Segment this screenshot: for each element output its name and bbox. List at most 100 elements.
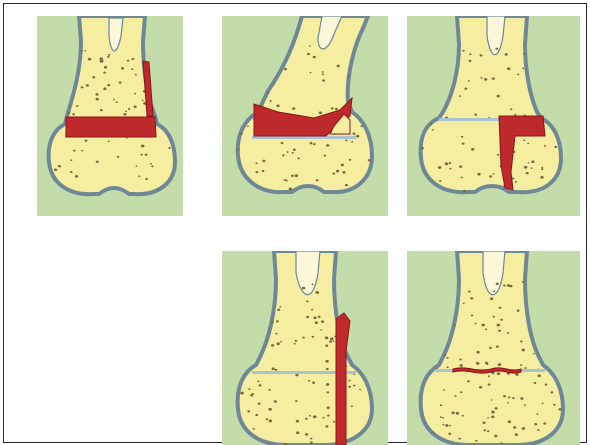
bone-pore xyxy=(513,426,516,429)
bone-pore xyxy=(255,171,258,173)
bone-pore xyxy=(337,65,340,68)
bone-pore xyxy=(485,328,487,330)
bone-pore xyxy=(298,157,300,159)
bone-pore xyxy=(515,181,517,183)
bone-pore xyxy=(508,397,510,399)
bone-pore xyxy=(523,139,525,141)
bone-pore xyxy=(325,425,328,427)
bone-pore xyxy=(558,408,561,410)
figure-frame xyxy=(3,3,587,443)
bone-pore xyxy=(127,60,130,62)
bone-pore xyxy=(70,171,72,173)
bone-pore xyxy=(368,159,371,161)
bone-pore xyxy=(72,113,75,115)
bone-pore xyxy=(540,176,543,179)
bone-pore xyxy=(515,433,518,436)
bone-pore xyxy=(313,143,316,145)
bone-pore xyxy=(295,174,298,177)
bone-pore xyxy=(326,383,329,386)
bone-pore xyxy=(481,77,483,79)
bone-pore xyxy=(247,410,250,412)
bone-pore xyxy=(333,340,335,342)
bone-pore xyxy=(508,420,511,423)
bone-pore xyxy=(462,415,464,417)
bone-pore xyxy=(269,100,271,102)
bone-pore xyxy=(480,54,483,56)
bone-pore xyxy=(141,154,143,156)
bone-pore xyxy=(313,415,317,418)
bone-pore xyxy=(142,100,144,101)
bone-pore xyxy=(488,383,491,385)
bone-pore xyxy=(522,349,525,352)
bone-pore xyxy=(332,173,335,175)
bone-pore xyxy=(283,179,285,181)
bone-pore xyxy=(275,369,278,371)
bone-pore xyxy=(116,101,118,103)
bone-pore xyxy=(282,154,285,156)
bone-pore xyxy=(461,177,463,179)
bone-pore xyxy=(104,66,107,69)
bone-pore xyxy=(269,419,273,422)
bone-pore xyxy=(467,380,470,382)
bone-pore xyxy=(258,403,261,405)
bone-pore xyxy=(268,408,272,411)
bone-pore xyxy=(103,87,106,90)
bone-pore xyxy=(286,180,288,182)
bone-pore xyxy=(512,397,515,399)
bone-pore xyxy=(483,429,486,431)
bone-pore xyxy=(528,162,530,163)
bone-pore xyxy=(276,105,279,108)
bone-pore xyxy=(296,431,299,434)
bone-pore xyxy=(322,79,325,81)
bone-pore xyxy=(150,163,152,165)
bone-pore xyxy=(493,316,495,318)
bone-pore xyxy=(507,67,510,70)
bone-pore xyxy=(320,329,322,331)
bone-pore xyxy=(440,404,442,406)
bone-pore xyxy=(113,99,115,100)
bone-pore xyxy=(459,165,462,168)
bone-pore xyxy=(486,363,488,365)
bone-pore xyxy=(492,77,495,80)
bone-pore xyxy=(442,417,444,419)
bone-pore xyxy=(490,297,493,300)
bone-pore xyxy=(145,154,148,156)
panel-type-2 xyxy=(222,16,388,216)
bone-pore xyxy=(475,323,477,325)
bone-pore xyxy=(359,389,361,391)
bone-pore xyxy=(255,162,257,164)
bone-pore xyxy=(271,344,274,347)
bone-pore xyxy=(308,380,310,382)
bone-pore xyxy=(479,386,482,389)
bone-pore xyxy=(86,84,89,87)
bone-pore xyxy=(553,404,556,406)
bone-pore xyxy=(107,56,109,58)
bone-pore xyxy=(279,306,281,308)
bone-pore xyxy=(73,150,76,152)
bone-pore xyxy=(275,333,277,335)
bone-pore xyxy=(135,74,137,76)
bone-pore xyxy=(307,53,310,55)
bone-pore xyxy=(476,362,480,365)
bone-pore xyxy=(500,442,502,444)
bone-pore xyxy=(534,423,537,425)
bone-pore xyxy=(310,441,313,443)
bone-pore xyxy=(541,167,543,168)
bone-pore xyxy=(262,170,265,172)
bone-pore xyxy=(325,336,329,339)
bone-pore xyxy=(333,421,335,423)
bone-pore xyxy=(522,281,525,283)
bone-pore xyxy=(448,433,451,435)
bone-pore xyxy=(134,93,136,95)
bone-pore xyxy=(117,156,120,158)
bone-pore xyxy=(274,400,277,403)
bone-pore xyxy=(515,373,518,376)
bone-pore xyxy=(514,114,516,116)
bone-pore xyxy=(449,425,451,426)
bone-pore xyxy=(319,112,322,115)
bone-pore xyxy=(459,358,462,360)
bone-pore xyxy=(432,129,434,131)
bone-pore xyxy=(496,283,499,285)
bone-pore xyxy=(488,375,490,377)
bone-pore xyxy=(517,74,519,76)
